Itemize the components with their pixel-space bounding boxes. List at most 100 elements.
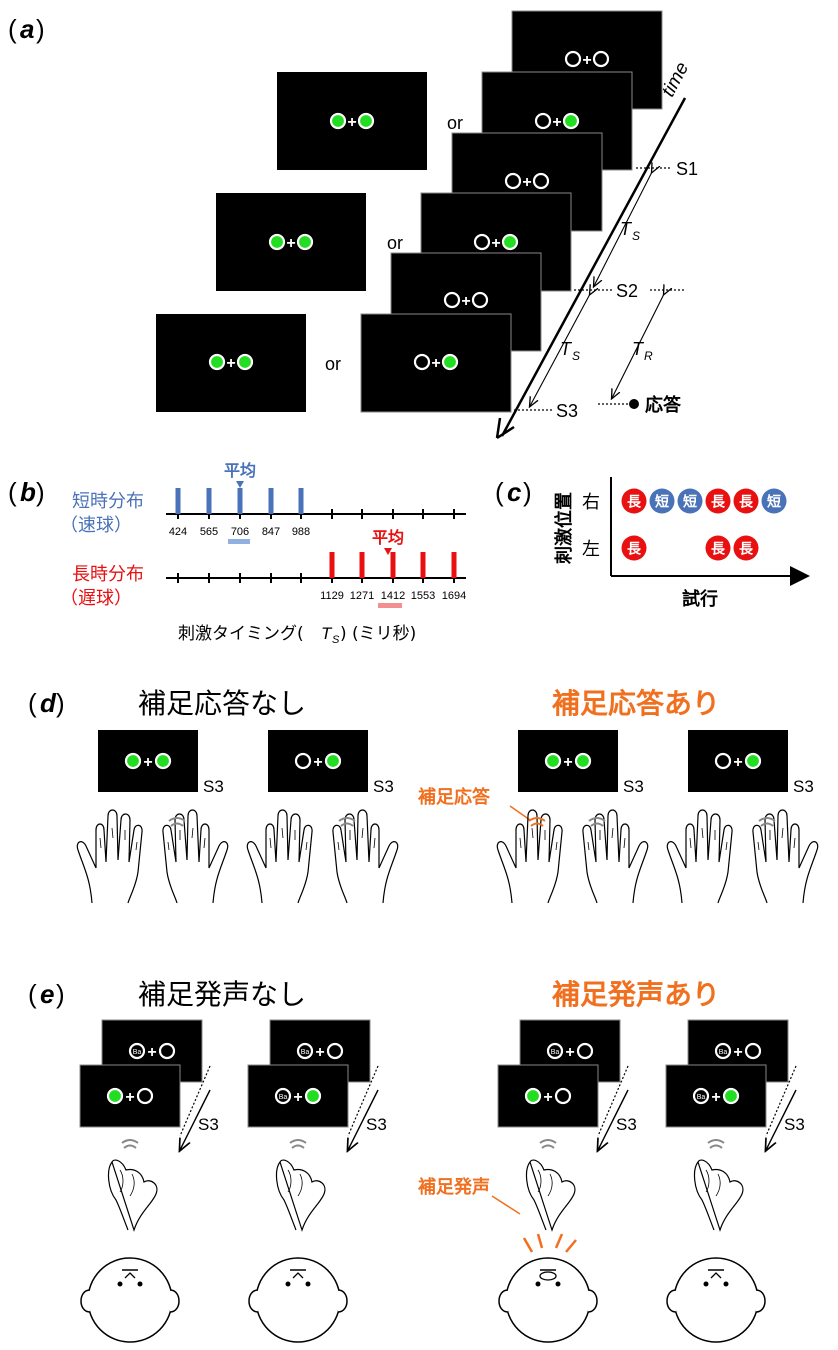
e-grip-lines-2 — [537, 1169, 553, 1197]
e-back-right-3 — [744, 1042, 762, 1060]
e-arrow-1 — [348, 1089, 379, 1150]
panel-c-ylabel: 刺激位置 — [553, 492, 575, 564]
ts-sub-1: S — [632, 229, 640, 243]
trial-row-left: 長長長 — [621, 535, 759, 561]
e-front-left-1-text: Ba — [279, 1094, 288, 1101]
e-back-left-0-text: Ba — [133, 1049, 142, 1056]
tap-wave-extra-a — [530, 822, 544, 827]
hand-left-0-outline — [76, 809, 143, 904]
short-bars — [175, 488, 304, 514]
long-value-label-2: 1412 — [381, 590, 405, 602]
long-value-label-4: 1694 — [442, 590, 466, 602]
e-face-ear-l-2 — [498, 1289, 509, 1313]
e-wave-1-b — [289, 1139, 307, 1144]
e-wave-2 — [539, 1139, 557, 1149]
e-back-left-2-text: Ba — [551, 1049, 560, 1056]
e-arrow-dash-2 — [597, 1065, 629, 1137]
e-grip-lines-0 — [119, 1169, 135, 1197]
e-face-eye-l-1 — [285, 1281, 291, 1287]
e-grip-outline-2 — [525, 1159, 576, 1232]
d-annotation: 補足応答 — [417, 786, 491, 808]
screen-alt-1: + — [277, 72, 427, 170]
svg-text:+: + — [226, 355, 235, 372]
e-front-left-3 — [692, 1087, 710, 1105]
e-back-left-0 — [128, 1042, 146, 1060]
e-front-left-2 — [524, 1087, 542, 1105]
e-face-mouth-1 — [292, 1272, 304, 1279]
hand-left-2 — [496, 809, 563, 904]
e-face-eye-r-0 — [137, 1281, 143, 1287]
e-back-right-0 — [158, 1042, 176, 1060]
e-arrow-dash-1 — [347, 1065, 379, 1137]
e-face-ear-r-3 — [755, 1289, 766, 1313]
e-face-eye-l-2 — [535, 1281, 541, 1287]
e-face-0 — [80, 1257, 180, 1343]
e-wave-3-a — [709, 1144, 723, 1149]
screen-alt-2: + — [216, 193, 366, 291]
tap-wave-extra — [528, 817, 546, 827]
d-s3-1: S3 — [203, 777, 224, 796]
e-face-ear-l-3 — [666, 1289, 677, 1313]
e-annotation-line — [491, 1195, 521, 1215]
e-back-left-3 — [714, 1042, 732, 1060]
e-face-ear-l-1 — [248, 1289, 259, 1313]
short-value-label-1: 565 — [200, 526, 218, 538]
e-wave-2-b — [539, 1139, 557, 1144]
svg-text:+: + — [733, 754, 742, 771]
e-stack-0: Ba++S3 — [79, 1019, 219, 1150]
e-wave-0-a — [123, 1144, 137, 1149]
e-front-plus-1: + — [293, 1089, 302, 1106]
trial-left-circle-3 — [705, 535, 731, 561]
trial-right-circle-1 — [649, 488, 675, 514]
hand-left-0-lines — [99, 827, 138, 851]
panel-b-xlabel-t: T — [321, 624, 333, 643]
e-back-left-1-text: Ba — [301, 1049, 310, 1056]
short-mean-marker — [236, 481, 244, 488]
tap-wave-2 — [588, 817, 606, 827]
tr-sub: R — [644, 349, 653, 363]
trial-right-char-1: 短 — [655, 494, 669, 511]
tap-wave-1 — [338, 817, 356, 827]
panel-e-title-no: 補足発声なし — [138, 978, 306, 1011]
e-face-mouth-open-2 — [539, 1271, 557, 1281]
e-stack-2: Ba++S3 — [497, 1019, 637, 1150]
ts-label-1: T — [620, 219, 633, 239]
svg-text:+: + — [143, 754, 152, 771]
hand-right-1-outline — [332, 809, 399, 904]
e-s3-2: S3 — [616, 1115, 637, 1134]
e-front-right-1 — [304, 1087, 322, 1105]
hand-right-0-outline — [162, 809, 229, 904]
long-value-label-3: 1553 — [411, 590, 435, 602]
e-front-right-2 — [554, 1087, 572, 1105]
hand-left-1 — [246, 809, 313, 904]
hand-right-2-lines — [587, 827, 626, 851]
long-bar-0 — [329, 552, 335, 578]
hand-right-1-lines — [337, 827, 376, 851]
d-screen-2: + — [268, 730, 368, 792]
hand-right-1 — [332, 809, 399, 904]
e-face-eye-r-2 — [555, 1281, 561, 1287]
hand-right-3-outline — [752, 809, 819, 904]
short-bar-2 — [237, 488, 243, 514]
hand-left-2-lines — [519, 827, 558, 851]
d-s3-3: S3 — [623, 777, 644, 796]
d-screen-1: + — [98, 730, 198, 792]
e-front-screen-0 — [79, 1064, 181, 1128]
e-grip-outline-3 — [693, 1159, 744, 1232]
short-value-label-2: 706 — [231, 526, 249, 538]
panel-label-b: b — [20, 477, 36, 507]
panel-label-d-open: ( — [28, 688, 37, 718]
e-front-left-3-text: Ba — [697, 1094, 706, 1101]
long-mean-label: 平均 — [372, 528, 404, 547]
e-s3-3: S3 — [784, 1115, 805, 1134]
tap-wave-0-b — [168, 817, 186, 822]
trial-left-char-0: 長 — [627, 542, 642, 558]
e-back-plus-3: + — [733, 1044, 742, 1061]
e-stack-3: Ba+Ba+S3 — [665, 1019, 805, 1150]
trial-right-char-3: 長 — [711, 495, 726, 511]
e-grip-outline-1 — [275, 1159, 326, 1232]
svg-text:+: + — [582, 52, 591, 69]
e-voice-ray-2 — [554, 1233, 564, 1249]
panel-label-c: c — [507, 477, 522, 507]
